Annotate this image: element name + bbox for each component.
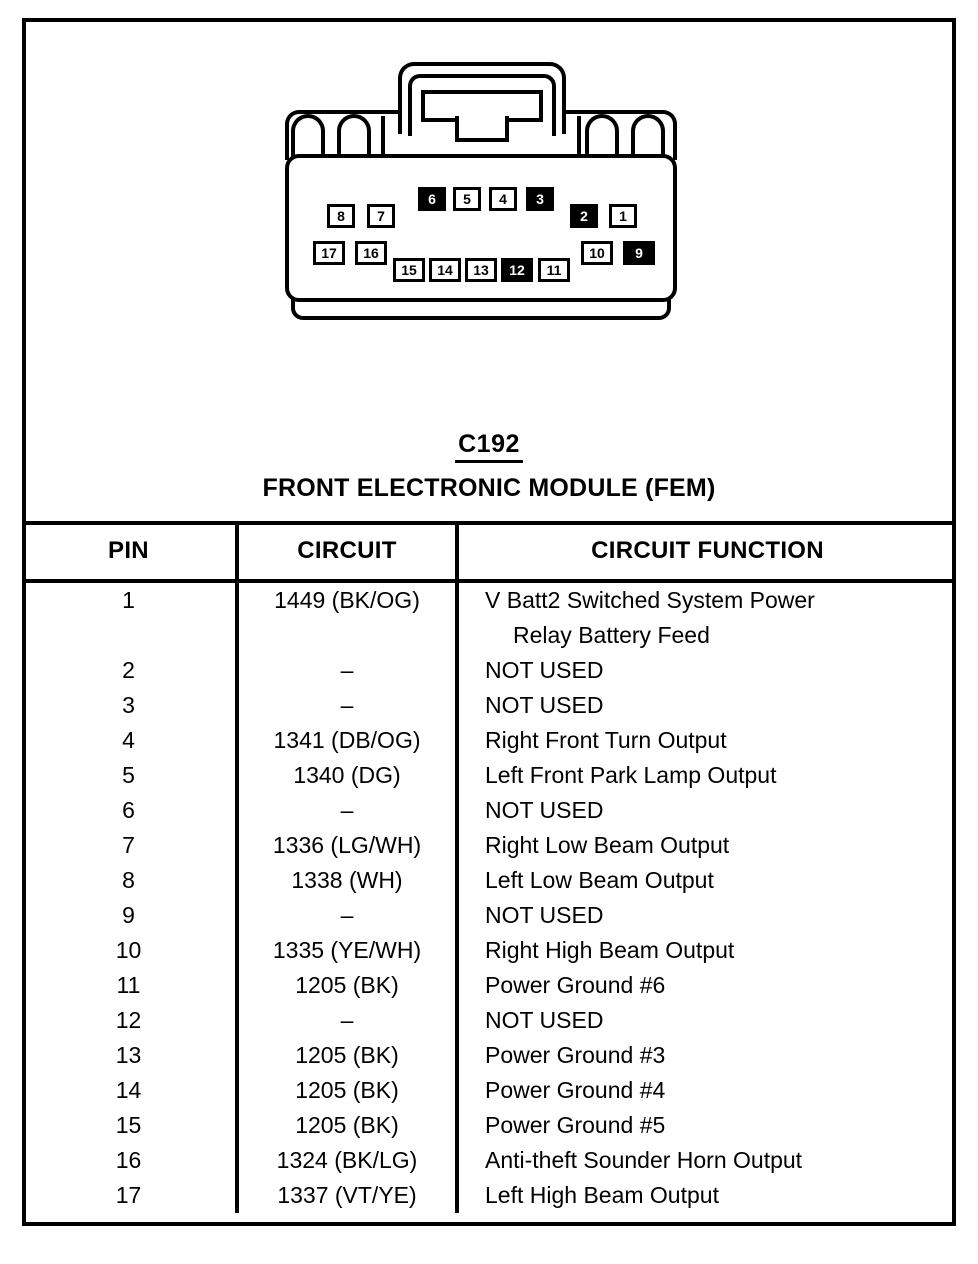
circuit-cell: –	[237, 688, 459, 723]
connector-pin-1[interactable]: 1	[609, 204, 637, 228]
pin-number-cell: 9	[22, 898, 239, 933]
table-row: 12–NOT USED	[22, 1003, 956, 1038]
connector-latch-tongue	[455, 116, 509, 142]
circuit-cell: 1205 (BK)	[237, 1038, 459, 1073]
connector-pin-4[interactable]: 4	[489, 187, 517, 211]
connector-pin-2[interactable]: 2	[570, 204, 598, 228]
pin-number-cell: 3	[22, 688, 239, 723]
circuit-function-cell: Power Ground #6	[485, 972, 666, 998]
circuit-function-cell: Right Low Beam Output	[485, 832, 730, 858]
pin-number-cell: 10	[22, 933, 239, 968]
connector-pin-12[interactable]: 12	[501, 258, 533, 282]
circuit-function-line-2: Relay Battery Feed	[513, 622, 710, 648]
circuit-cell: 1205 (BK)	[237, 1073, 459, 1108]
circuit-cell: 1336 (LG/WH)	[237, 828, 459, 863]
circuit-function-cell: NOT USED	[485, 797, 604, 823]
circuit-function-cell: Power Ground #3	[485, 1042, 666, 1068]
circuit-function-cell: NOT USED	[485, 692, 604, 718]
connector-pin-3[interactable]: 3	[526, 187, 554, 211]
pin-number-cell: 5	[22, 758, 239, 793]
pin-number-cell: 14	[22, 1073, 239, 1108]
pin-number-cell: 12	[22, 1003, 239, 1038]
pin-number-cell: 7	[22, 828, 239, 863]
circuit-function-cell: Power Ground #4	[485, 1077, 666, 1103]
connector-pin-5[interactable]: 5	[453, 187, 481, 211]
pin-number-cell: 13	[22, 1038, 239, 1073]
circuit-function-cell: NOT USED	[485, 1007, 604, 1033]
connector-tab-divider-left	[381, 116, 385, 160]
connector-pin-16[interactable]: 16	[355, 241, 387, 265]
circuit-cell: –	[237, 793, 459, 828]
table-row: 3–NOT USED	[22, 688, 956, 723]
circuit-cell: –	[237, 653, 459, 688]
pin-number-cell: 1	[22, 581, 239, 653]
connector-name-label: FRONT ELECTRONIC MODULE (FEM)	[262, 474, 716, 502]
circuit-cell: 1335 (YE/WH)	[237, 933, 459, 968]
connector-pin-8[interactable]: 8	[327, 204, 355, 228]
connector-pin-14[interactable]: 14	[429, 258, 461, 282]
column-header-pin: PIN	[22, 521, 239, 583]
circuit-function-cell: Anti-theft Sounder Horn Output	[485, 1147, 803, 1173]
circuit-function-cell: Left Low Beam Output	[485, 867, 714, 893]
table-header-row: PIN CIRCUIT CIRCUIT FUNCTION	[22, 521, 956, 583]
circuit-cell: –	[237, 898, 459, 933]
connector-pin-6[interactable]: 6	[418, 187, 446, 211]
pin-number-cell: 16	[22, 1143, 239, 1178]
circuit-function-cell: Power Ground #5	[485, 1112, 666, 1138]
circuit-cell: 1340 (DG)	[237, 758, 459, 793]
circuit-function-line-1: V Batt2 Switched System Power	[485, 587, 815, 613]
circuit-cell: 1205 (BK)	[237, 1108, 459, 1143]
pin-number-cell: 17	[22, 1178, 239, 1213]
pin-number-cell: 6	[22, 793, 239, 828]
connector-pin-15[interactable]: 15	[393, 258, 425, 282]
connector-pin-9[interactable]: 9	[623, 241, 655, 265]
circuit-function-cell: NOT USED	[485, 657, 604, 683]
connector-tab-divider-right	[577, 116, 581, 160]
pin-number-cell: 11	[22, 968, 239, 1003]
connector-pin-11[interactable]: 11	[538, 258, 570, 282]
connector-pin-13[interactable]: 13	[465, 258, 497, 282]
pin-number-cell: 4	[22, 723, 239, 758]
circuit-cell: 1324 (BK/LG)	[237, 1143, 459, 1178]
connector-pin-17[interactable]: 17	[313, 241, 345, 265]
pin-number-cell: 15	[22, 1108, 239, 1143]
pin-number-cell: 2	[22, 653, 239, 688]
table-row: 6–NOT USED	[22, 793, 956, 828]
circuit-function-cell: Right Front Turn Output	[485, 727, 727, 753]
circuit-cell: 1337 (VT/YE)	[237, 1178, 459, 1213]
circuit-cell: 1449 (BK/OG)	[237, 581, 459, 653]
connector-id-label: C192	[455, 430, 523, 463]
circuit-function-cell: Left High Beam Output	[485, 1182, 719, 1208]
circuit-function-cell: NOT USED	[485, 902, 604, 928]
column-header-circuit: CIRCUIT	[237, 521, 459, 583]
circuit-function-cell: Left Front Park Lamp Output	[485, 762, 777, 788]
connector-pin-10[interactable]: 10	[581, 241, 613, 265]
column-header-function: CIRCUIT FUNCTION	[457, 521, 956, 583]
pin-number-cell: 8	[22, 863, 239, 898]
title-block: C192 FRONT ELECTRONIC MODULE (FEM)	[22, 430, 956, 503]
table-row: 2–NOT USED	[22, 653, 956, 688]
circuit-cell: 1338 (WH)	[237, 863, 459, 898]
circuit-cell: 1205 (BK)	[237, 968, 459, 1003]
circuit-function-cell: Right High Beam Output	[485, 937, 735, 963]
connector-pinout-diagram: 8 7 6 5 4 3 2 1 17 16 15 14 13 12 11 10 …	[285, 62, 677, 322]
table-row: 9–NOT USED	[22, 898, 956, 933]
circuit-cell: 1341 (DB/OG)	[237, 723, 459, 758]
connector-pin-7[interactable]: 7	[367, 204, 395, 228]
circuit-cell: –	[237, 1003, 459, 1038]
